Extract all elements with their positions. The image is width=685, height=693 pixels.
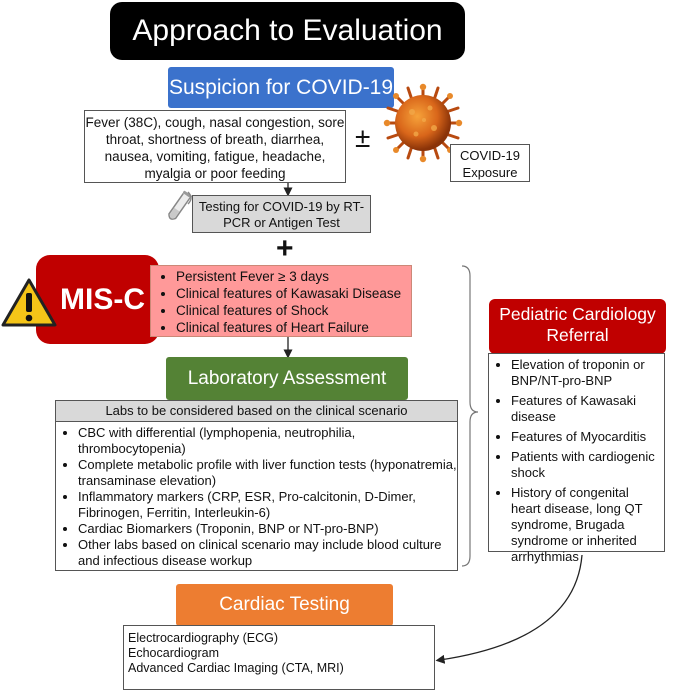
criteria-item: Clinical features of Heart Failure	[176, 319, 411, 336]
coronavirus-icon	[383, 83, 463, 163]
labs-box: Labs to be considered based on the clini…	[55, 400, 458, 571]
referral-item: Features of Myocarditis	[511, 429, 660, 445]
cardiac-test-item: Echocardiogram	[128, 646, 220, 660]
testing-box: Testing for COVID-19 by RT-PCR or Antige…	[192, 195, 371, 233]
criteria-item: Clinical features of Shock	[176, 302, 411, 319]
lab-item: Other labs based on clinical scenario ma…	[78, 537, 457, 569]
exposure-box: COVID-19 Exposure	[450, 144, 530, 182]
symptoms-box: Fever (38C), cough, nasal congestion, so…	[84, 110, 346, 183]
referral-item: History of congenital heart disease, lon…	[511, 485, 660, 565]
laboratory-header: Laboratory Assessment	[166, 357, 408, 400]
referral-item: Features of Kawasaki disease	[511, 393, 660, 425]
cardiac-test-item: Advanced Cardiac Imaging (CTA, MRI)	[128, 661, 344, 675]
misc-label: MIS-C	[36, 255, 159, 344]
criteria-item: Persistent Fever ≥ 3 days	[176, 268, 411, 285]
warning-icon	[1, 278, 57, 327]
referral-item: Elevation of troponin or BNP/NT-pro-BNP	[511, 357, 660, 389]
plus-minus-sign: ±	[355, 122, 371, 153]
lab-item: Inflammatory markers (CRP, ESR, Pro-calc…	[78, 489, 457, 521]
cardiac-testing-box: Electrocardiography (ECG) Echocardiogram…	[123, 625, 435, 690]
test-tube-icon	[168, 190, 193, 220]
misc-criteria-box: Persistent Fever ≥ 3 days Clinical featu…	[150, 265, 412, 337]
lab-item: CBC with differential (lymphopenia, neut…	[78, 425, 457, 457]
plus-sign: +	[276, 232, 294, 265]
lab-item: Cardiac Biomarkers (Troponin, BNP or NT-…	[78, 521, 457, 537]
referral-header: Pediatric Cardiology Referral	[489, 299, 666, 354]
suspicion-header: Suspicion for COVID-19	[168, 67, 394, 108]
page-title: Approach to Evaluation	[110, 2, 465, 60]
cardiac-test-item: Electrocardiography (ECG)	[128, 631, 279, 645]
labs-subheader: Labs to be considered based on the clini…	[56, 401, 457, 422]
criteria-item: Clinical features of Kawasaki Disease	[176, 285, 411, 302]
cardiac-testing-header: Cardiac Testing	[176, 584, 393, 626]
lab-item: Complete metabolic profile with liver fu…	[78, 457, 457, 489]
referral-item: Patients with cardiogenic shock	[511, 449, 660, 481]
referral-box: Elevation of troponin or BNP/NT-pro-BNP …	[488, 353, 665, 564]
